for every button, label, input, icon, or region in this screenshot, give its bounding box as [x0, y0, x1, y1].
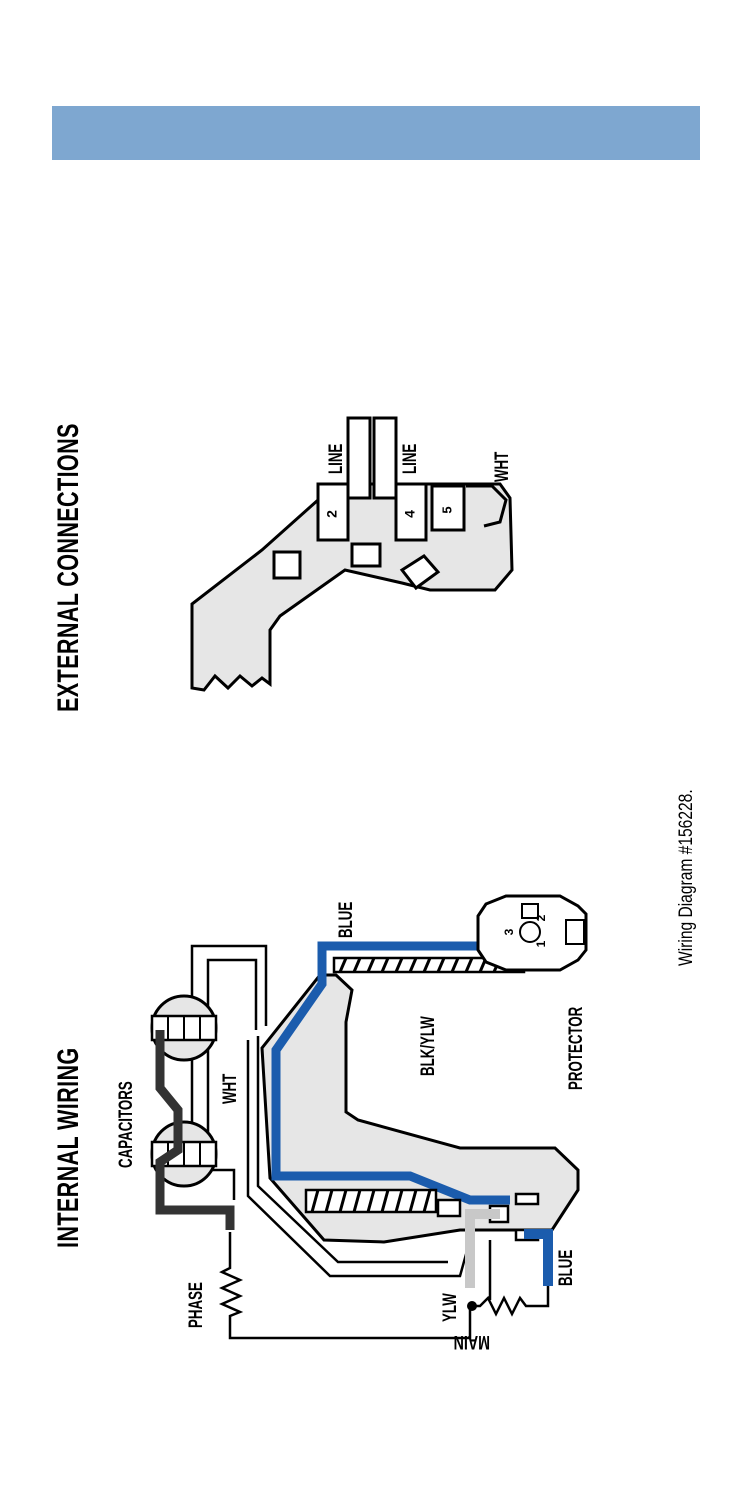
line-wire-1 — [348, 418, 370, 498]
junction-dot — [467, 1301, 477, 1311]
main-winding — [470, 1286, 548, 1314]
board-square-2 — [352, 544, 380, 566]
line-label-1: LINE — [326, 444, 348, 474]
phase-winding — [222, 1232, 470, 1338]
terminal-2-label: 2 — [324, 510, 340, 518]
main-label: MAIN — [454, 1330, 490, 1352]
ylw-label: YLW — [440, 1293, 462, 1322]
capacitors-label: CAPACITORS — [116, 1081, 138, 1168]
wht-internal-label: WHT — [220, 1074, 242, 1104]
blue-top-label: BLUE — [336, 902, 358, 938]
terminal-4-label: 4 — [402, 510, 418, 518]
blue-bottom-label: BLUE — [556, 1250, 578, 1286]
protector-label: PROTECTOR — [566, 1007, 588, 1090]
protector-terminal-2: 2 — [534, 914, 548, 921]
phase-label: PHASE — [186, 1282, 208, 1328]
terminal-board — [192, 418, 512, 690]
line-label-2: LINE — [400, 444, 422, 474]
line-wire-2 — [374, 418, 396, 498]
blue-wire-bottom — [524, 1234, 548, 1286]
blk-ylw-label: BLK/YLW — [418, 1016, 440, 1076]
protector-terminal-3: 3 — [502, 928, 516, 935]
protector — [478, 896, 586, 970]
protector-terminal-1: 1 — [534, 940, 548, 947]
housing-terminal-3 — [516, 1194, 538, 1204]
diagram-caption: Wiring Diagram #156228. — [676, 789, 698, 966]
terminal-5-label: 5 — [439, 506, 454, 513]
wht-external-label: WHT — [492, 452, 514, 482]
internal-wiring-group — [152, 896, 586, 1338]
board-square-1 — [274, 552, 300, 578]
housing-terminal-1 — [438, 1200, 460, 1216]
